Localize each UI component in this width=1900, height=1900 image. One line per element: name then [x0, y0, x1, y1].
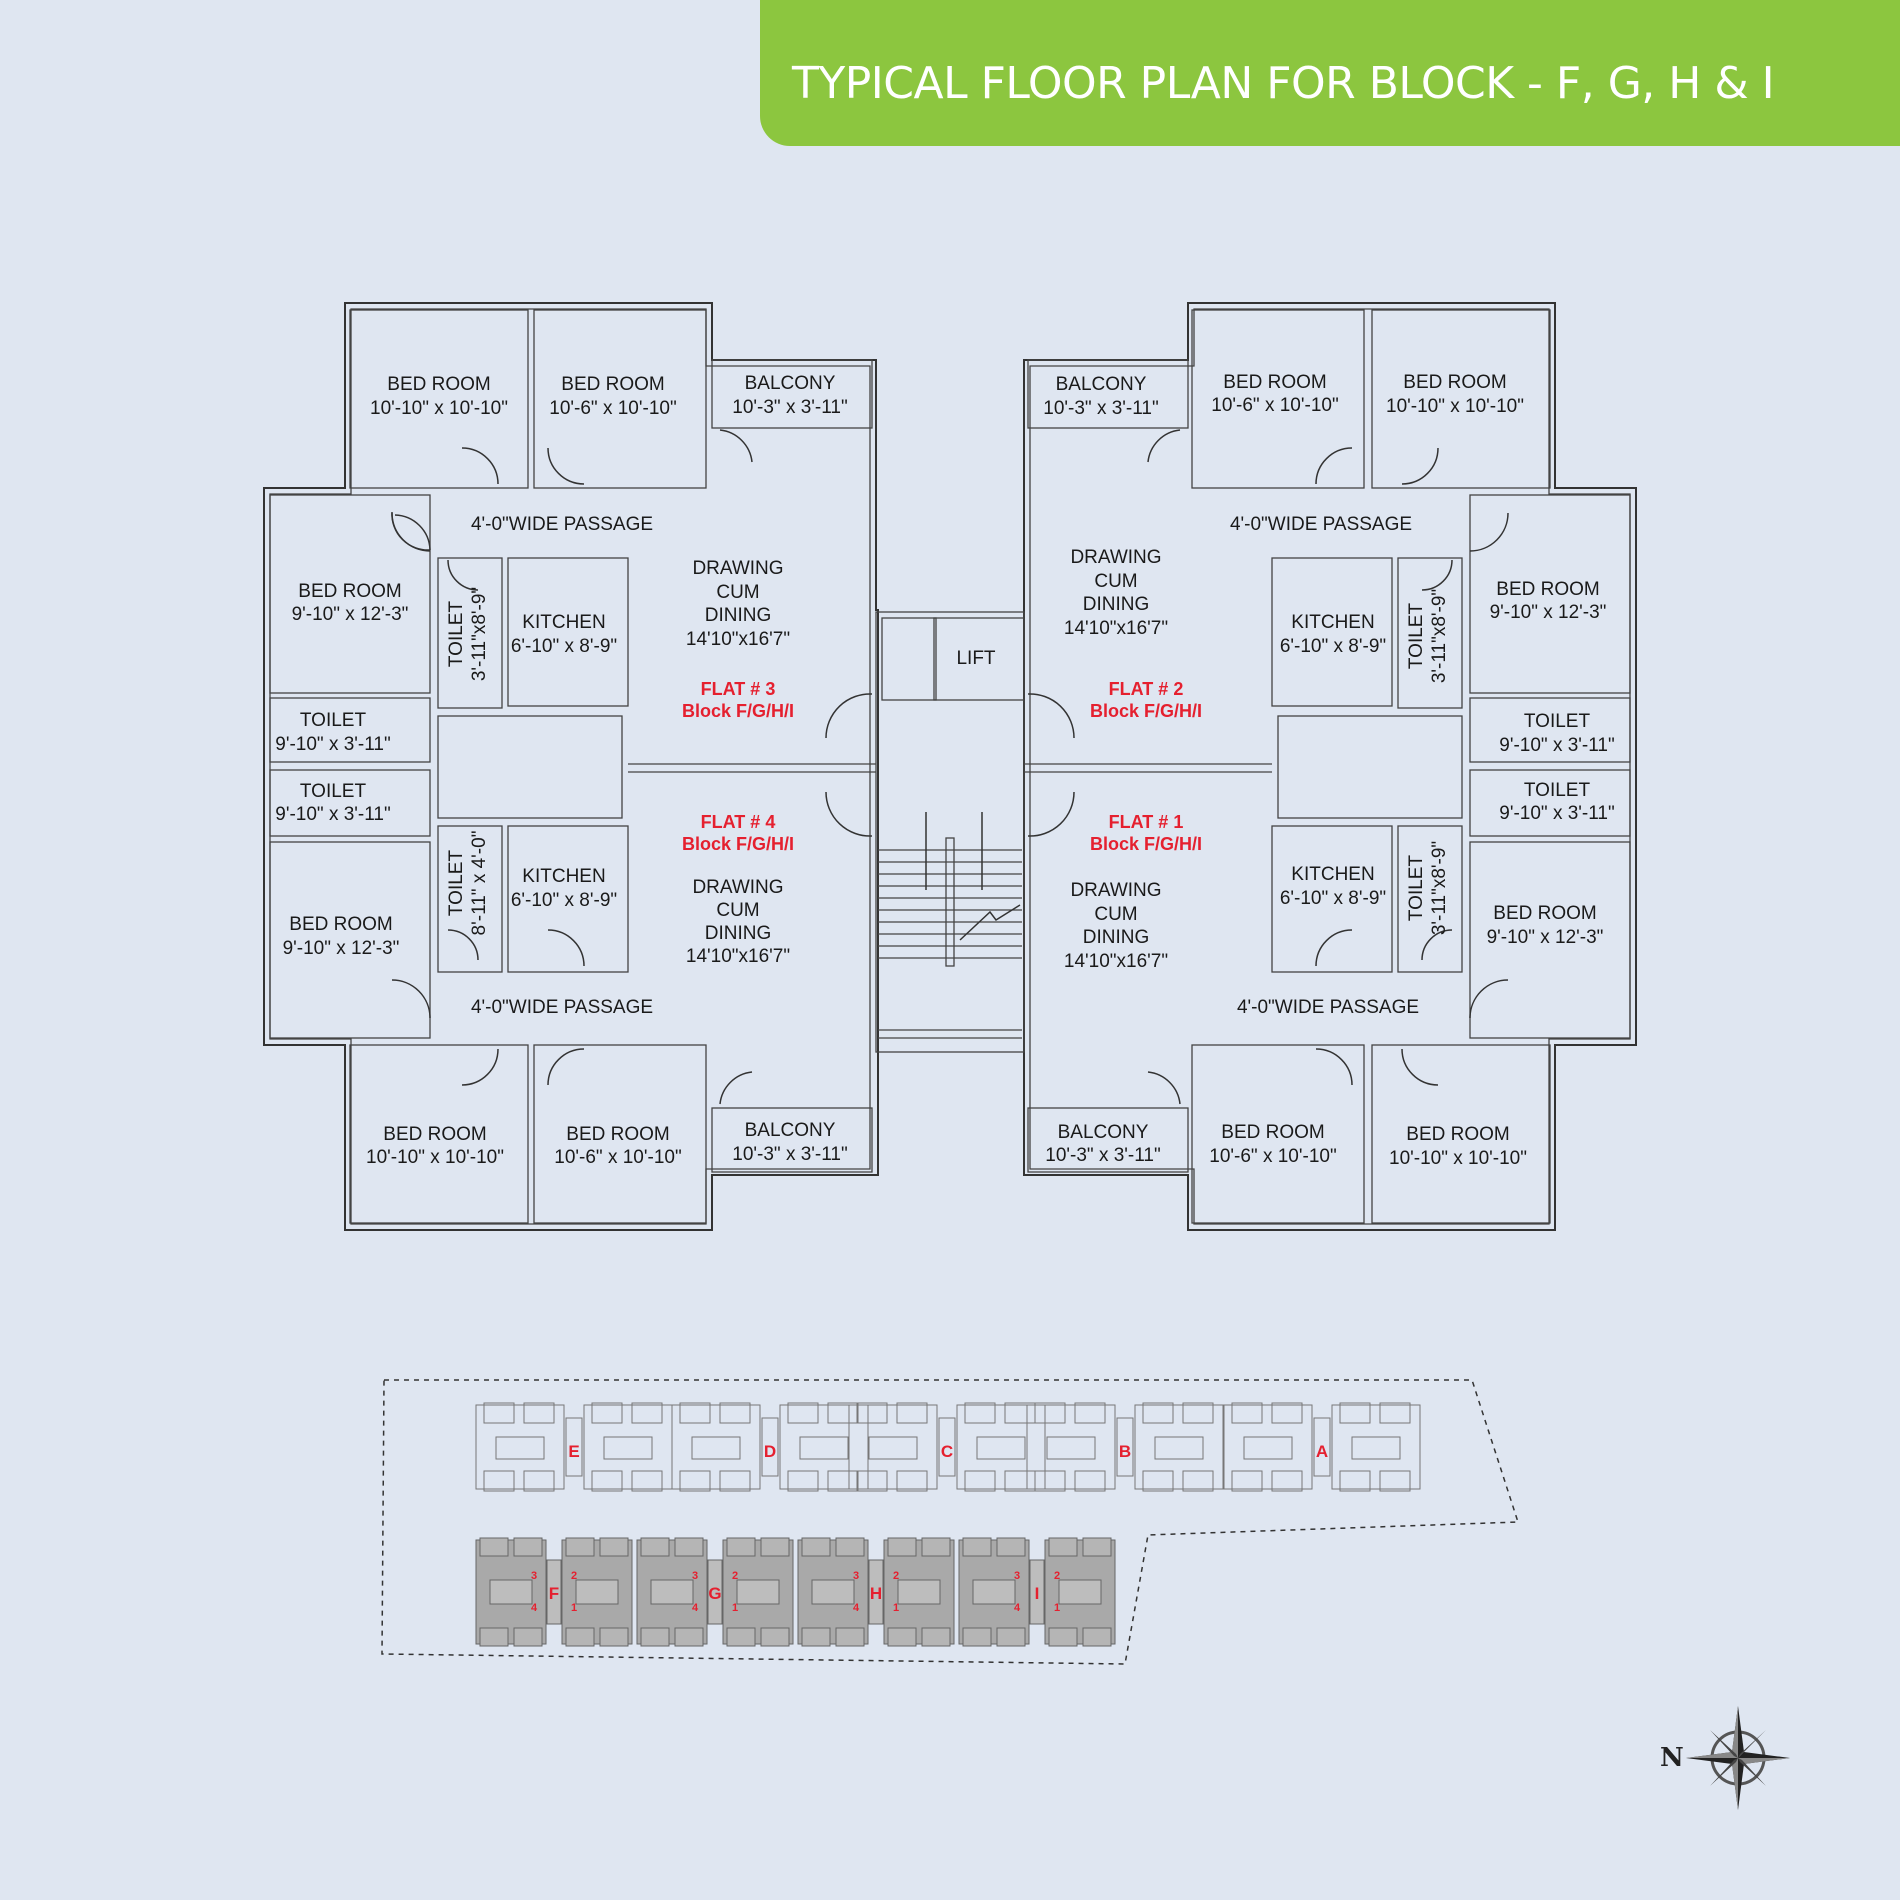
site-block-D: D [671, 1402, 869, 1492]
compass-rose-icon [1686, 1706, 1790, 1810]
site-block-F: F3 2 4 1 [475, 1537, 633, 1647]
room-label: 4'-0"WIDE PASSAGE [1237, 997, 1419, 1018]
site-flat-number: 2 [893, 1570, 899, 1582]
site-block-A: A [1223, 1402, 1421, 1492]
site-block-H: H3 2 4 1 [797, 1537, 955, 1647]
site-flat-number: 1 [571, 1602, 577, 1614]
page-title: TYPICAL FLOOR PLAN FOR BLOCK - F, G, H &… [792, 58, 1775, 109]
site-flat-number: 1 [732, 1602, 738, 1614]
site-flat-number: 2 [1054, 1570, 1060, 1582]
site-flat-number: 3 [692, 1570, 698, 1582]
site-flat-number: 2 [571, 1570, 577, 1582]
site-flat-number: 4 [853, 1602, 860, 1614]
site-block-I: I 3 2 4 1 [958, 1537, 1116, 1647]
site-flat-number: 4 [1014, 1602, 1021, 1614]
site-block-label: G [708, 1584, 721, 1603]
site-flat-number: 3 [531, 1570, 537, 1582]
site-block-label: I [1035, 1584, 1040, 1603]
site-block-G: G3 2 4 1 [636, 1537, 794, 1647]
room-label: 4'-0"WIDE PASSAGE [1230, 514, 1412, 535]
site-block-label: F [549, 1584, 559, 1603]
site-flat-number: 1 [1054, 1602, 1060, 1614]
site-flat-number: 3 [853, 1570, 859, 1582]
site-block-label: E [568, 1442, 579, 1461]
site-block-label: A [1316, 1442, 1328, 1461]
site-flat-number: 4 [531, 1602, 538, 1614]
site-block-label: C [941, 1442, 953, 1461]
lift-label: LIFT [956, 648, 995, 669]
site-boundary [381, 1379, 1520, 1665]
site-flat-number: 1 [893, 1602, 899, 1614]
site-block-label: H [870, 1584, 882, 1603]
title-banner [760, 0, 1900, 146]
room-label: 4'-0"WIDE PASSAGE [471, 997, 653, 1018]
room-label: 4'-0"WIDE PASSAGE [471, 514, 653, 535]
site-block-label: B [1119, 1442, 1131, 1461]
plan-walls [263, 302, 1637, 1231]
staircase [878, 812, 1022, 1039]
site-flat-number: 4 [692, 1602, 699, 1614]
site-flat-number: 3 [1014, 1570, 1020, 1582]
site-block-B: B [1026, 1402, 1224, 1492]
site-block-C: C [848, 1402, 1046, 1492]
compass-north-label: N [1660, 1743, 1684, 1773]
site-flat-number: 2 [732, 1570, 738, 1582]
site-block-E: E [475, 1402, 673, 1492]
site-block-label: D [764, 1442, 776, 1461]
